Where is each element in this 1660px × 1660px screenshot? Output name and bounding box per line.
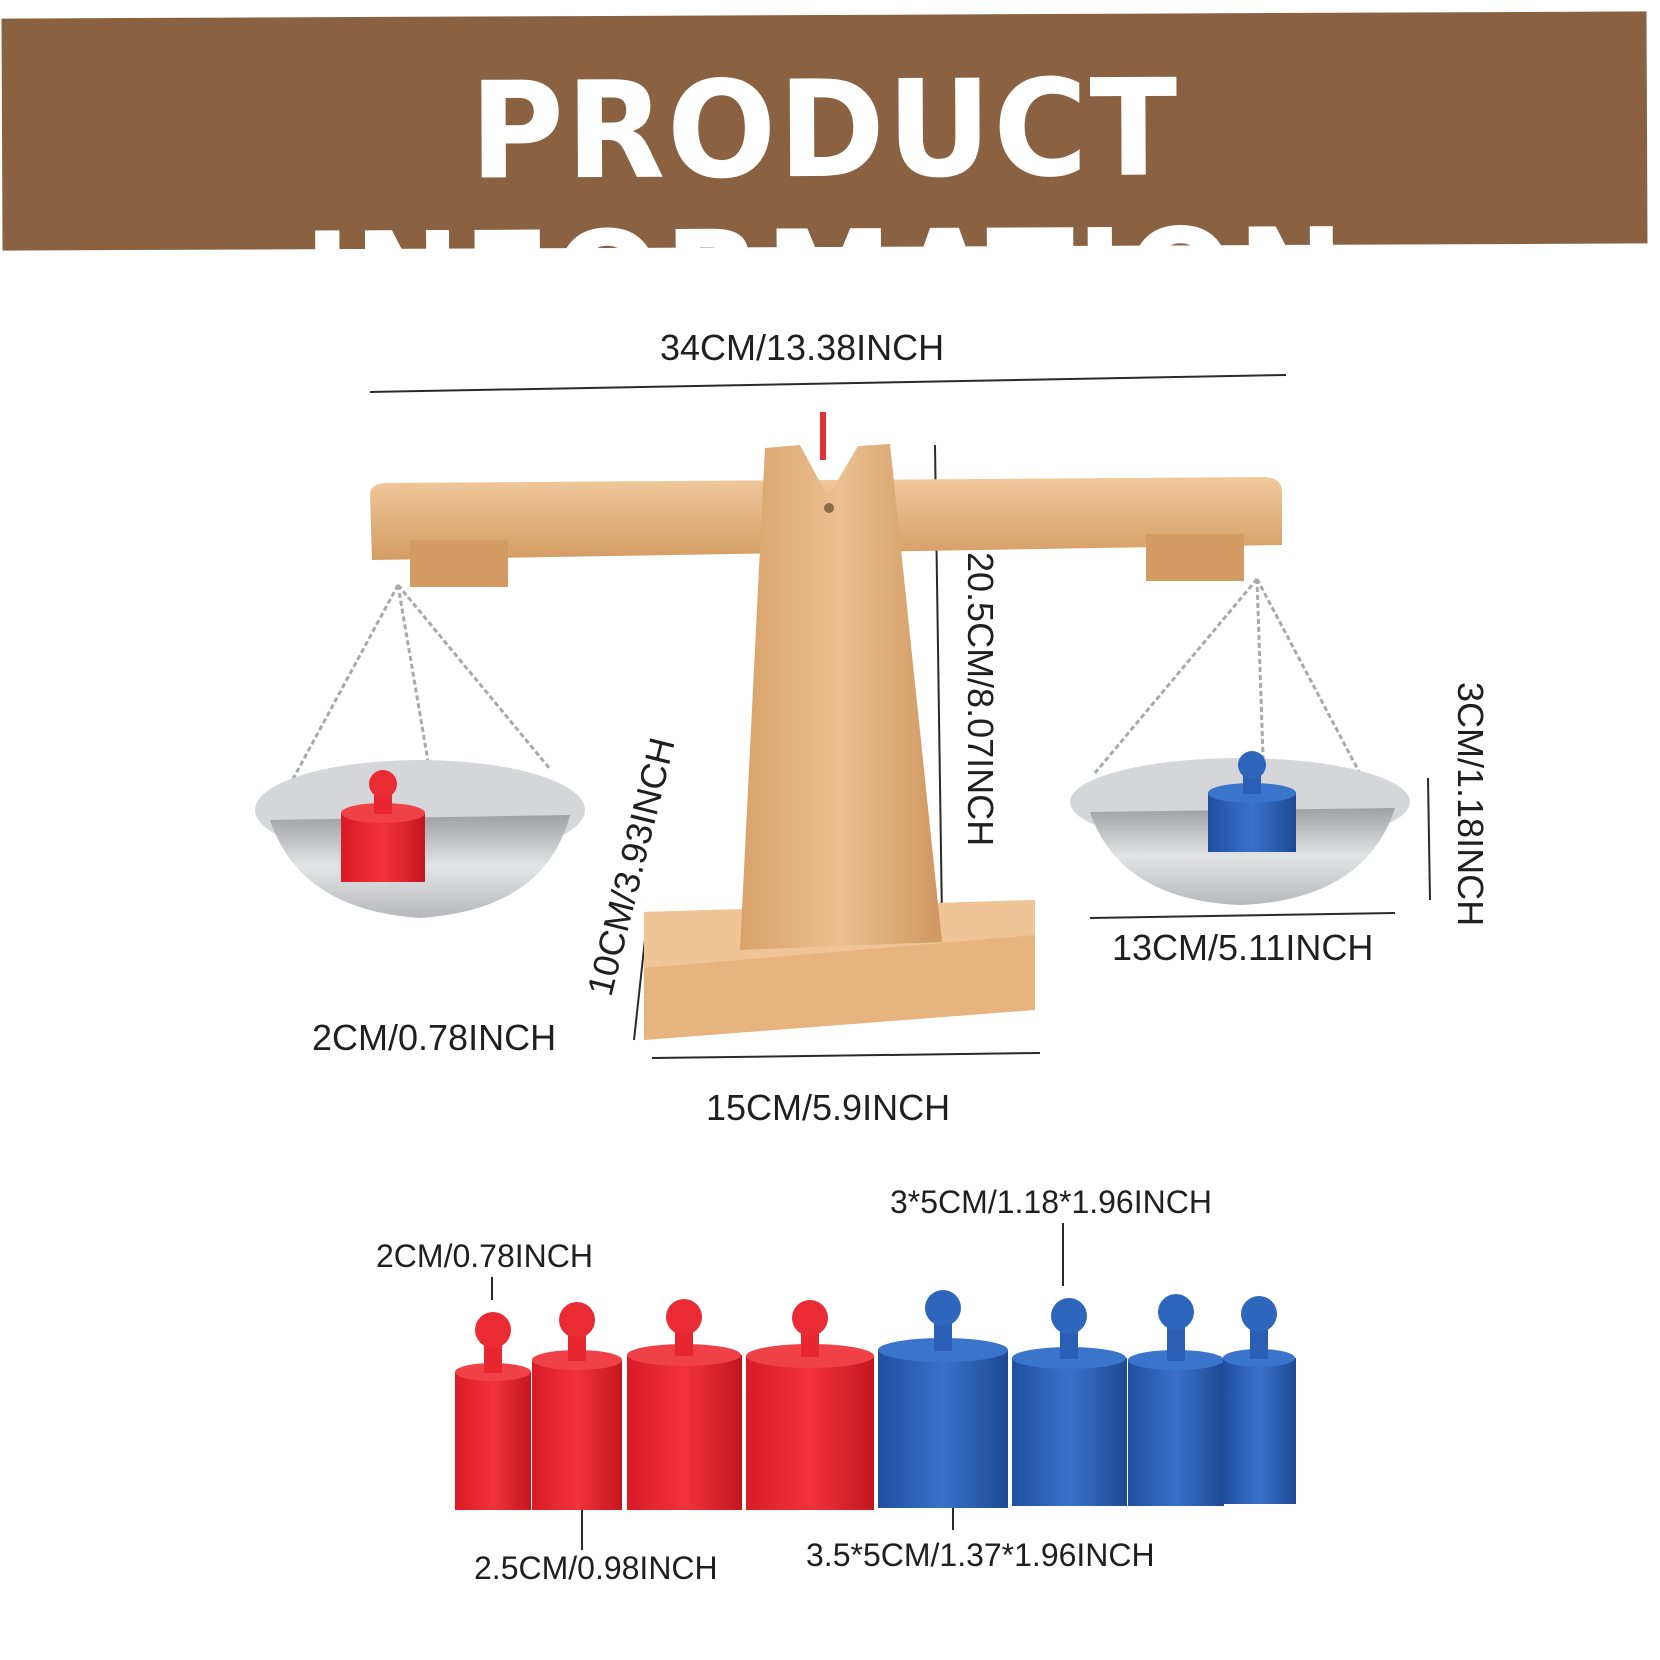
red-weight-3 (627, 1299, 742, 1510)
red-weight-on-pan (341, 812, 425, 882)
label-small-knob: 2CM/0.78INCH (376, 1238, 593, 1274)
blue-weight-1 (878, 1290, 1008, 1508)
label-pan-width: 13CM/5.11INCH (1112, 927, 1374, 968)
base-width-line (651, 1052, 1041, 1059)
scale-pillar (740, 444, 942, 950)
label-large-blue: 3*5CM/1.18*1.96INCH (890, 1184, 1212, 1220)
pointer-needle (820, 412, 826, 460)
right-pan (1070, 751, 1410, 905)
label-total-height: 20.5CM/8.07INCH (960, 552, 1001, 847)
blue-weight-3 (1128, 1294, 1224, 1506)
red-weight-1 (455, 1312, 531, 1510)
label-base-thickness: 2CM/0.78INCH (312, 1017, 557, 1058)
pan-height-line (1427, 777, 1431, 901)
label-blue-diameter: 3.5*5CM/1.37*1.96INCH (806, 1537, 1155, 1573)
red-weight-2 (532, 1302, 622, 1510)
left-pan (255, 760, 585, 918)
pivot-pin (824, 503, 834, 513)
red-weight-4 (746, 1300, 874, 1510)
label-base-width: 15CM/5.9INCH (706, 1087, 951, 1128)
left-hook-block (410, 540, 508, 587)
label-pan-height: 3CM/1.18INCH (1450, 682, 1491, 927)
blue-weight-2 (1012, 1298, 1127, 1506)
weight-set (455, 1290, 1296, 1510)
balance-scale (255, 412, 1410, 1040)
label-beam-width: 34CM/13.38INCH (660, 327, 945, 368)
pan-width-line (1089, 912, 1396, 919)
blue-weight-4 (1223, 1296, 1296, 1504)
label-red-diameter: 2.5CM/0.98INCH (474, 1550, 718, 1586)
right-hook-block (1146, 534, 1244, 581)
beam-width-line (369, 374, 1287, 393)
